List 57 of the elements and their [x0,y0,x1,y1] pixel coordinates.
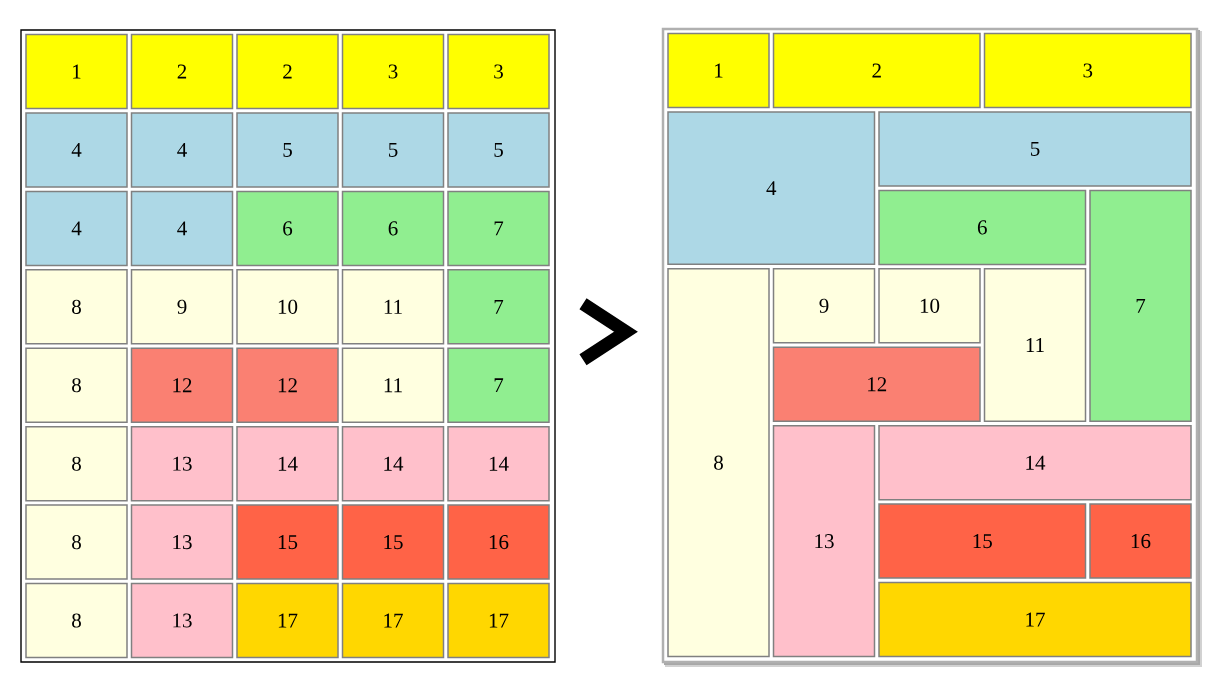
table-cell: 17 [878,581,1192,658]
table-cell: 11 [983,268,1087,422]
table-cell: 10 [878,268,981,344]
table-cell: 5 [878,111,1192,187]
table-cell: 13 [130,425,234,502]
table-cell: 8 [25,504,128,580]
table-cell: 13 [772,424,876,658]
table-cell: 14 [878,424,1192,501]
table-cell: 4 [25,190,128,267]
table-cell: 6 [236,190,339,267]
table-cell: 5 [236,112,339,188]
table-cell: 5 [447,112,550,188]
table-cell: 17 [341,582,445,659]
table-cell: 10 [236,269,339,345]
table-cell: 14 [236,425,339,502]
table-cell: 13 [130,504,234,580]
table-cell: 9 [772,268,876,344]
table-cell: 13 [130,582,234,659]
table-cell: 2 [772,32,981,109]
table-cell: 15 [341,504,445,580]
table-cell: 15 [236,504,339,580]
table-cell: 4 [25,112,128,188]
table-cell: 12 [130,347,234,423]
table-cell: 8 [25,347,128,423]
table-cell: 6 [341,190,445,267]
table-cell: 15 [878,503,1087,579]
table-cell: 8 [25,269,128,345]
table-cell: 11 [341,347,445,423]
table-cell: 4 [130,112,234,188]
table-cell: 2 [130,33,234,110]
table-cell: 17 [236,582,339,659]
table-cell: 8 [667,268,770,658]
table-cell: 7 [1089,189,1192,423]
table-cell: 4 [667,111,876,266]
table-cell: 1 [25,33,128,110]
table-cell: 5 [341,112,445,188]
table-cell: 7 [447,269,550,345]
table-cell: 4 [130,190,234,267]
table-cell: 14 [447,425,550,502]
table-cell: 1 [667,32,770,109]
table-cell: 7 [447,347,550,423]
table-cell: 17 [447,582,550,659]
table-cell: 16 [447,504,550,580]
table-cell: 8 [25,425,128,502]
table-cell: 3 [447,33,550,110]
table-cell: 9 [130,269,234,345]
table-cell: 3 [341,33,445,110]
table-cell: 3 [983,32,1192,109]
table-cell: 2 [236,33,339,110]
table-cell: 11 [341,269,445,345]
table-cell: 16 [1089,503,1192,579]
table-cell: 12 [236,347,339,423]
table-cell: 14 [341,425,445,502]
table-cell: 7 [447,190,550,267]
table-cell: 12 [772,346,981,422]
table-cell: 6 [878,189,1087,266]
table-cell: 8 [25,582,128,659]
